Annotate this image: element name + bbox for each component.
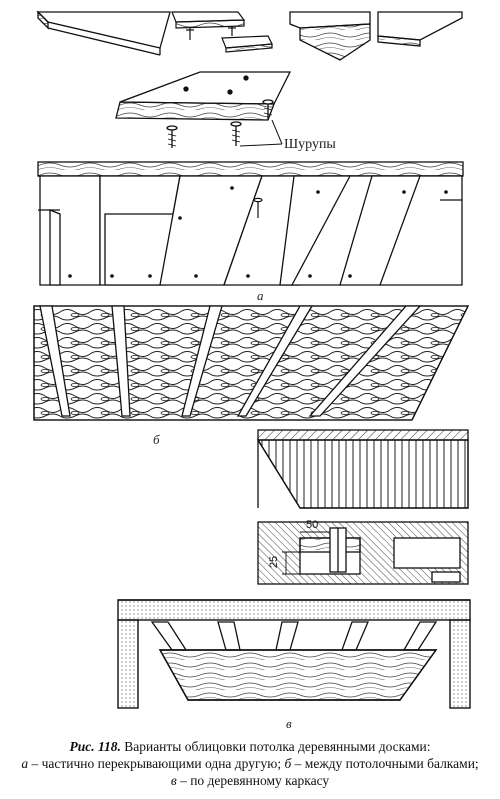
caption-figure-number: Рис. 118. — [69, 739, 121, 754]
caption-key-a: а — [21, 756, 29, 771]
figure-a-screw — [253, 197, 263, 218]
screws-label: Шурупы — [284, 137, 336, 152]
joist-right-top — [289, 11, 463, 61]
figure-a-boards — [38, 175, 463, 286]
dimension-height: 25 — [268, 555, 281, 569]
figure-v-ceiling — [256, 429, 469, 509]
dimension-width: 50 — [306, 519, 319, 531]
screws-small-top — [186, 26, 236, 40]
screw-label-leader — [239, 119, 283, 147]
caption-key-b: б — [284, 756, 292, 771]
figure-v-joists — [150, 621, 438, 651]
joist-left-top — [36, 10, 171, 56]
figure-b-beams — [39, 305, 422, 417]
screw-icon — [166, 99, 274, 148]
caption-text-b: – между потолочными балками; — [291, 756, 479, 771]
figure-v-dimensions — [282, 531, 330, 575]
figure-a-label: а — [257, 288, 264, 303]
caption-title: Варианты облицовки потолка деревянными д… — [120, 739, 431, 754]
figure-caption: Рис. 118. Варианты облицовки потолка дер… — [0, 738, 500, 789]
caption-key-v: в — [170, 773, 177, 788]
ceiling-board-exploded — [115, 71, 292, 121]
figure-b-label: б — [153, 432, 160, 447]
figure-v-frame — [117, 599, 471, 709]
caption-text-v: – по деревянному каркасу — [176, 773, 330, 788]
figure-a-screw-holes — [68, 186, 448, 278]
figure-a-joists — [37, 161, 464, 177]
figure-b-panel — [33, 305, 470, 421]
figure-v-board — [158, 649, 438, 701]
caption-text-a: – частично перекрывающими одна другую; — [28, 756, 285, 771]
figure-v-section — [257, 521, 469, 585]
figure-v-label: в — [286, 716, 292, 731]
small-board-top — [171, 11, 246, 29]
small-block-top — [221, 35, 273, 53]
